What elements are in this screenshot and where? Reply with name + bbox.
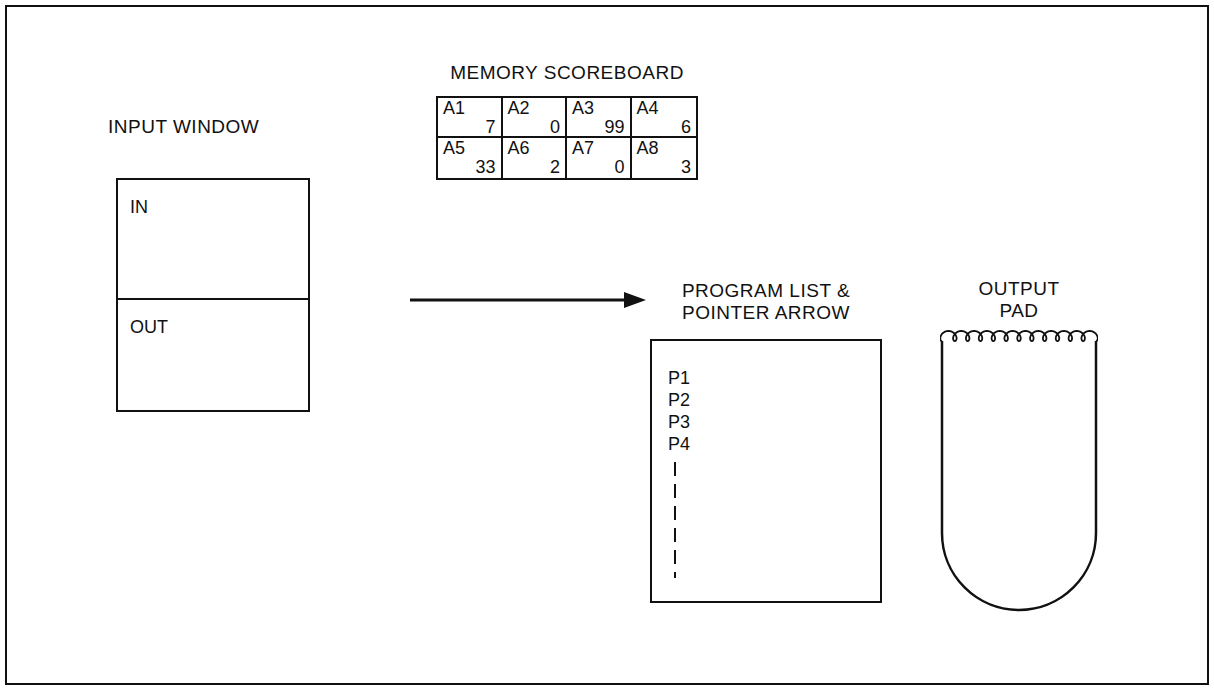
program-line: P4 [668,433,880,455]
input-window: INPUT WINDOW IN OUT [108,116,312,412]
heading-label: PROGRAM LIST & POINTER ARROW [671,280,861,324]
memory-cell: A1 7 [438,98,503,138]
pointer-arrow-shaft [410,299,628,302]
pointer-arrow-head [624,292,646,308]
cell-address: A1 [443,99,465,118]
compartment-label: IN [130,196,296,218]
cell-address: A5 [443,139,465,158]
cell-address: A7 [572,139,594,158]
spiral-binding [940,331,1098,341]
cell-value: 3 [681,158,691,177]
cell-value: 7 [485,118,495,137]
cell-address: A4 [637,99,659,118]
cell-address: A6 [508,139,530,158]
heading-label: INPUT WINDOW [108,116,312,138]
memory-cell: A8 3 [632,138,697,178]
memory-cell: A7 0 [567,138,632,178]
compartment-label: OUT [130,316,296,338]
program-list: PROGRAM LIST & POINTER ARROW P1P2P3P4 [650,280,882,603]
program-continuation-line [674,462,676,578]
input-window-border: IN OUT [116,178,310,412]
program-line: P1 [668,367,880,389]
cell-address: A2 [508,99,530,118]
cell-value: 0 [614,158,624,177]
out-compartment: OUT [118,300,308,410]
memory-scoreboard: MEMORY SCOREBOARD A1 7 A2 0 A3 99 A4 6A5 33 A6 2 A7 0… [436,62,698,180]
outer-frame [6,6,1208,684]
memory-cell: A2 0 [503,98,568,138]
output-pad: OUTPUT PAD [940,278,1098,614]
memory-cell: A5 33 [438,138,503,178]
program-line: P2 [668,389,880,411]
cell-value: 33 [475,158,495,177]
heading-label: OUTPUT PAD [967,278,1071,322]
program-list-border: P1P2P3P4 [650,339,882,603]
cell-value: 99 [604,118,624,137]
cell-value: 0 [550,118,560,137]
in-compartment: IN [118,180,308,300]
memory-scoreboard-border: A17A20A399A46A533A62A70A83 [436,96,698,180]
heading-label: MEMORY SCOREBOARD [436,62,698,84]
memory-cell: A6 2 [503,138,568,178]
pad-outline [942,341,1096,610]
memory-cell: A3 99 [567,98,632,138]
cell-value: 2 [550,158,560,177]
cell-address: A8 [637,139,659,158]
program-line: P3 [668,411,880,433]
memory-cell: A4 6 [632,98,697,138]
cell-address: A3 [572,99,594,118]
cell-value: 6 [681,118,691,137]
output-pad-shape [940,278,1098,614]
